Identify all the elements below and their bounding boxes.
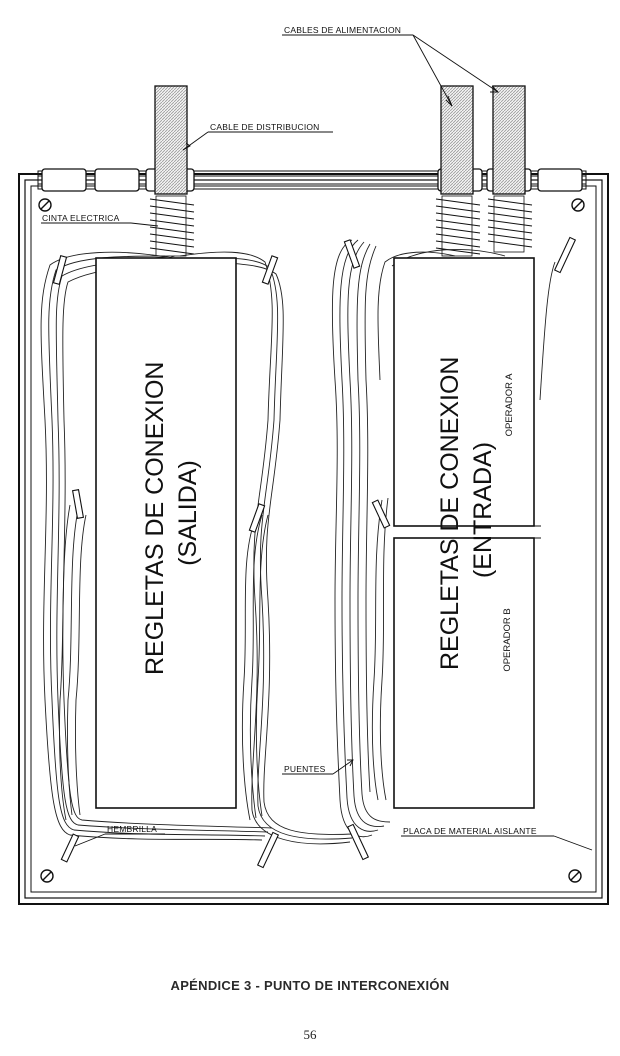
input-block-label: REGLETAS DE CONEXION (ENTRADA) OPERADOR … [436,357,515,672]
callout-labels: CABLES DE ALIMENTACION CABLE DE DISTRIBU… [42,25,537,836]
grommets [52,236,577,869]
output-label-line2: (SALIDA) [174,460,202,566]
bridges-label: PUENTES [284,764,326,774]
power-cables-label: CABLES DE ALIMENTACION [284,25,401,35]
grommet-label: HEMBRILLA [107,824,157,834]
enclosure [18,173,609,905]
insulating-plate-label: PLACA DE MATERIAL AISLANTE [403,826,537,836]
input-label-line1: REGLETAS DE CONEXION [436,357,464,671]
distribution-cable-label: CABLE DE DISTRIBUCION [210,122,320,132]
output-block-label: REGLETAS DE CONEXION (SALIDA) [141,362,202,676]
operator-b-label: OPERADOR B [502,608,513,671]
page-number: 56 [303,1027,317,1042]
input-connection-block [393,257,541,809]
output-label-line1: REGLETAS DE CONEXION [141,362,169,676]
electrical-tape-wraps [149,195,533,257]
operator-a-label: OPERADOR A [504,373,515,436]
figure-caption: APÉNDICE 3 - PUNTO DE INTERCONEXIÓN [170,978,450,993]
callout-leaders [41,34,593,851]
output-connection-block [95,257,237,809]
power-cables [440,85,526,195]
corner-screws [38,198,585,883]
distribution-cable [154,85,188,195]
input-label-line2: (ENTRADA) [469,442,497,578]
electrical-tape-label: CINTA ELECTRICA [42,213,120,223]
